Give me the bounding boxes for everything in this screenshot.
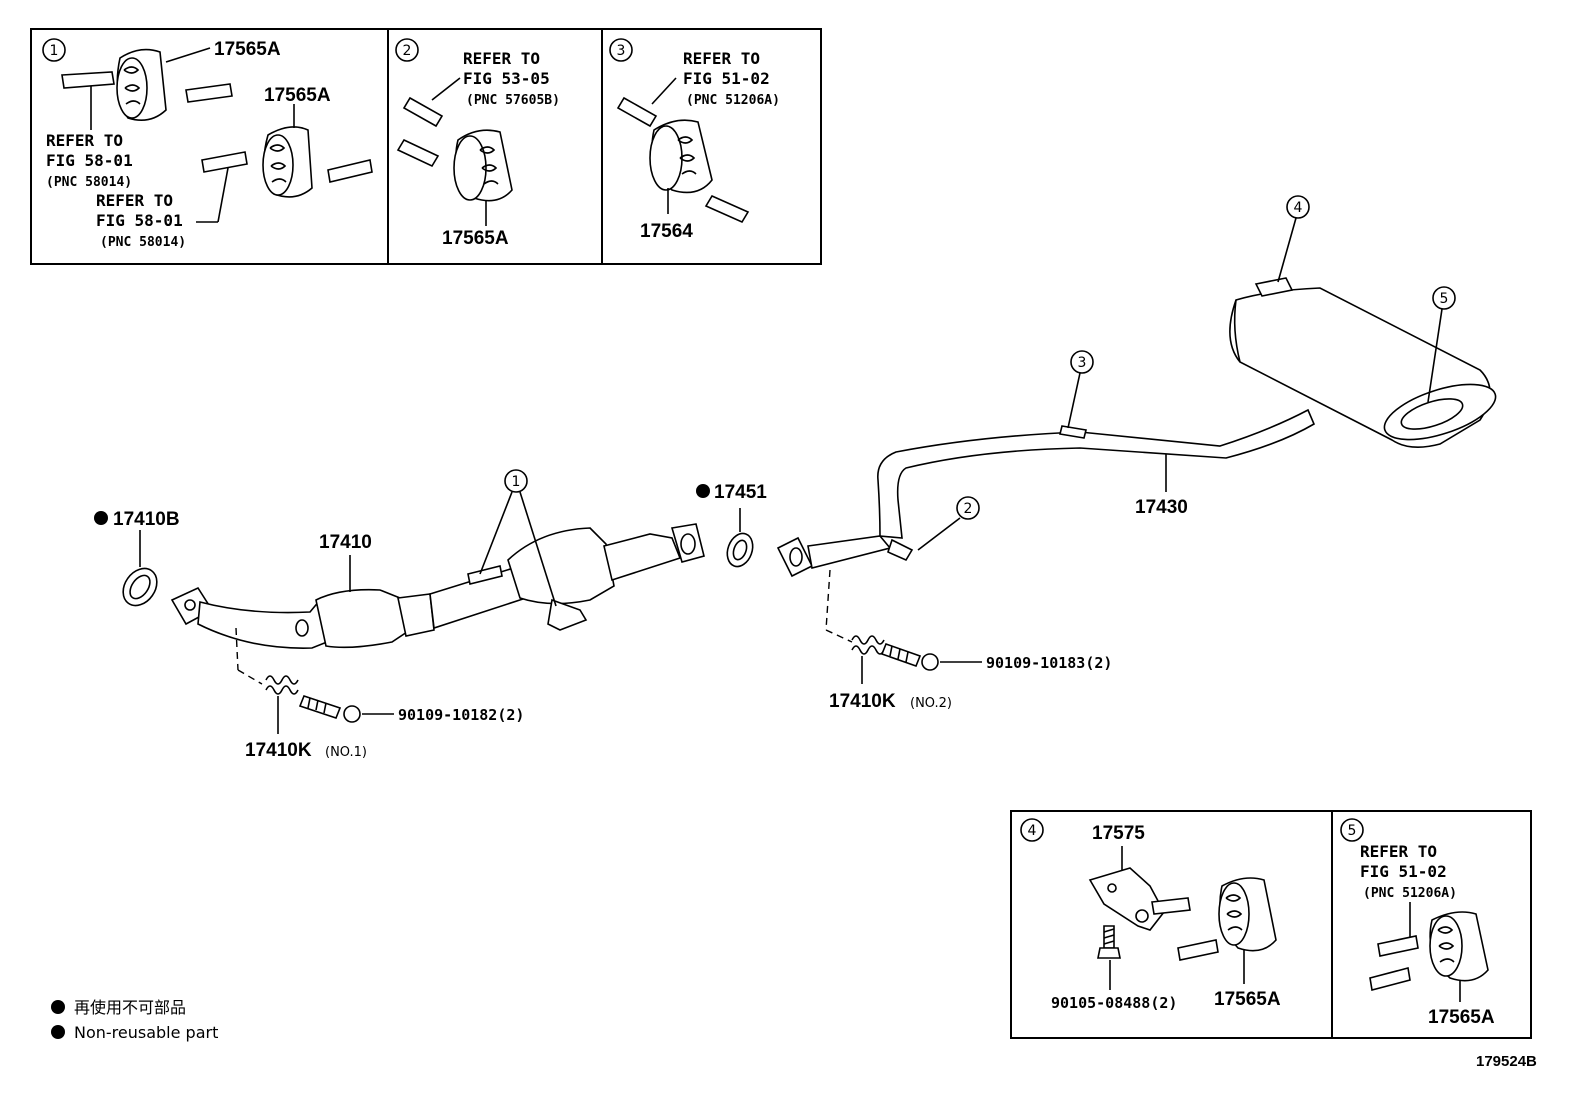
label-gasket-front: 17410B (113, 509, 180, 530)
legend-japanese: 再使用不可部品 (74, 998, 186, 1017)
callout-4: 4 (1294, 200, 1303, 216)
inset-3-label: 17564 (640, 221, 693, 242)
rubber-hanger-icon (116, 48, 167, 121)
inset-1-ref2-line1: REFER TO (96, 191, 173, 210)
inset-2-ref-line2: FIG 53-05 (463, 69, 550, 88)
inset-box-3 (601, 28, 822, 265)
bolt-icon (880, 642, 939, 671)
inset-3-ref-line1: REFER TO (683, 49, 760, 68)
callout-2: 2 (964, 501, 973, 517)
inset-1-ref2-line2: FIG 58-01 (96, 211, 183, 230)
main-assembly: 17410B 17410 1 (94, 195, 1497, 761)
label-tail-pipe: 17430 (1135, 497, 1188, 518)
bolt-icon (298, 695, 361, 723)
legend-english: Non-reusable part (74, 1023, 218, 1042)
inset-2-number: 2 (403, 43, 412, 59)
inset-1-ref1-line2: FIG 58-01 (46, 151, 133, 170)
callout-3: 3 (1078, 355, 1087, 371)
inset-4-label-mount: 17565A (1214, 989, 1281, 1010)
inset-4: 4 17575 90105-08488(2) 17565A (1020, 818, 1281, 1012)
rubber-hanger-icon (1429, 911, 1489, 982)
non-reusable-marker-icon (94, 511, 108, 525)
inset-1-label-top: 17565A (214, 39, 281, 60)
inset-1-ref1-pnc: (PNC 58014) (46, 175, 132, 190)
label-bolt2: 90109-10183(2) (986, 654, 1112, 672)
label-front-pipe: 17410 (319, 532, 372, 553)
label-gasket-mid: 17451 (714, 482, 767, 503)
inset-4-number: 4 (1028, 823, 1037, 839)
inset-2-ref-pnc: (PNC 57605B) (466, 93, 560, 108)
non-reusable-marker-icon (696, 484, 710, 498)
label-spring2: 17410K (829, 691, 896, 712)
spring-icon (851, 635, 885, 655)
label-spring1: 17410K (245, 740, 312, 761)
tail-pipe-muffler (776, 277, 1497, 578)
rubber-hanger-icon (649, 119, 713, 194)
front-pipe-converter (170, 523, 705, 649)
inset-4-label-bracket: 17575 (1092, 823, 1145, 844)
inset-5-label: 17565A (1428, 1007, 1495, 1028)
inset-1-ref1-line1: REFER TO (46, 131, 123, 150)
inset-2-ref-line1: REFER TO (463, 49, 540, 68)
inset-1: 1 17565A REFER TO FIG 58-01 (PNC 58014) … (42, 38, 373, 250)
rubber-hanger-icon (453, 129, 513, 202)
inset-2: 2 REFER TO FIG 53-05 (PNC 57605B) 17565A (395, 38, 560, 249)
inset-1-label-mid: 17565A (264, 85, 331, 106)
gasket-front (122, 567, 158, 607)
inset-3-ref-pnc: (PNC 51206A) (686, 93, 780, 108)
inset-5-ref-line1: REFER TO (1360, 842, 1437, 861)
label-spring2-note: (NO.2) (910, 696, 952, 711)
label-bolt1: 90109-10182(2) (398, 706, 524, 724)
figure-code: 179524B (1476, 1053, 1537, 1070)
inset-box-5 (1331, 810, 1532, 1039)
inset-5-number: 5 (1348, 823, 1357, 839)
gasket-mid (726, 532, 754, 568)
inset-5-ref-line2: FIG 51-02 (1360, 862, 1447, 881)
inset-5: 5 REFER TO FIG 51-02 (PNC 51206A) 17565A (1340, 818, 1495, 1028)
label-spring1-note: (NO.1) (325, 745, 367, 760)
non-reusable-marker-icon (51, 1000, 65, 1014)
inset-3-ref-line2: FIG 51-02 (683, 69, 770, 88)
inset-2-label: 17565A (442, 228, 509, 249)
inset-5-ref-pnc: (PNC 51206A) (1363, 886, 1457, 901)
callout-1: 1 (512, 474, 521, 490)
callout-5: 5 (1440, 291, 1449, 307)
inset-1-number: 1 (50, 43, 59, 59)
inset-3: 3 REFER TO FIG 51-02 (PNC 51206A) 17564 (609, 38, 780, 242)
rubber-hanger-icon (1218, 877, 1277, 952)
inset-4-label-bolt: 90105-08488(2) (1051, 994, 1177, 1012)
bolt-icon (1097, 925, 1121, 959)
legend: 再使用不可部品 Non-reusable part (51, 998, 218, 1042)
rubber-hanger-icon (262, 126, 313, 198)
inset-1-ref2-pnc: (PNC 58014) (100, 235, 186, 250)
spring-icon (265, 675, 299, 695)
non-reusable-marker-icon (51, 1025, 65, 1039)
inset-3-number: 3 (617, 43, 626, 59)
bracket-icon (1088, 867, 1191, 931)
